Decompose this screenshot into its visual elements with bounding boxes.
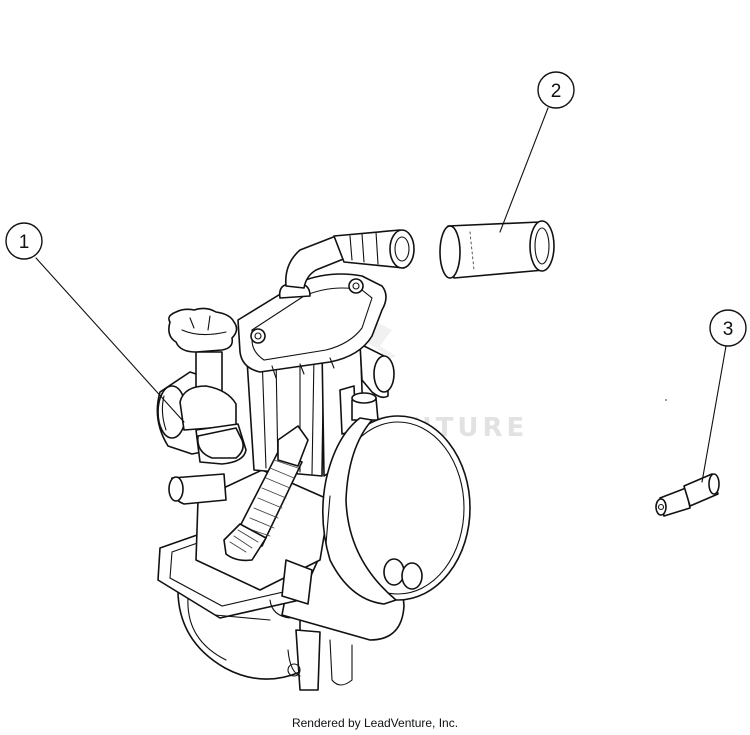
callout-3-circle	[709, 309, 747, 347]
callout-2: 2	[499, 71, 575, 233]
callout-1-number: 1	[19, 232, 30, 253]
callout-3: 3	[701, 309, 747, 483]
callout-1-circle	[5, 222, 43, 260]
carburetor-drawing	[156, 229, 471, 691]
callout-2-number: 2	[551, 81, 562, 102]
callout-1: 1	[5, 222, 185, 423]
sleeve-drawing	[439, 220, 555, 279]
callout-3-number: 3	[723, 319, 734, 340]
pin-drawing	[655, 473, 720, 517]
footer-credit: Rendered by LeadVenture, Inc.	[291, 716, 459, 730]
callout-2-circle	[537, 71, 575, 109]
dot-mark	[665, 399, 667, 401]
